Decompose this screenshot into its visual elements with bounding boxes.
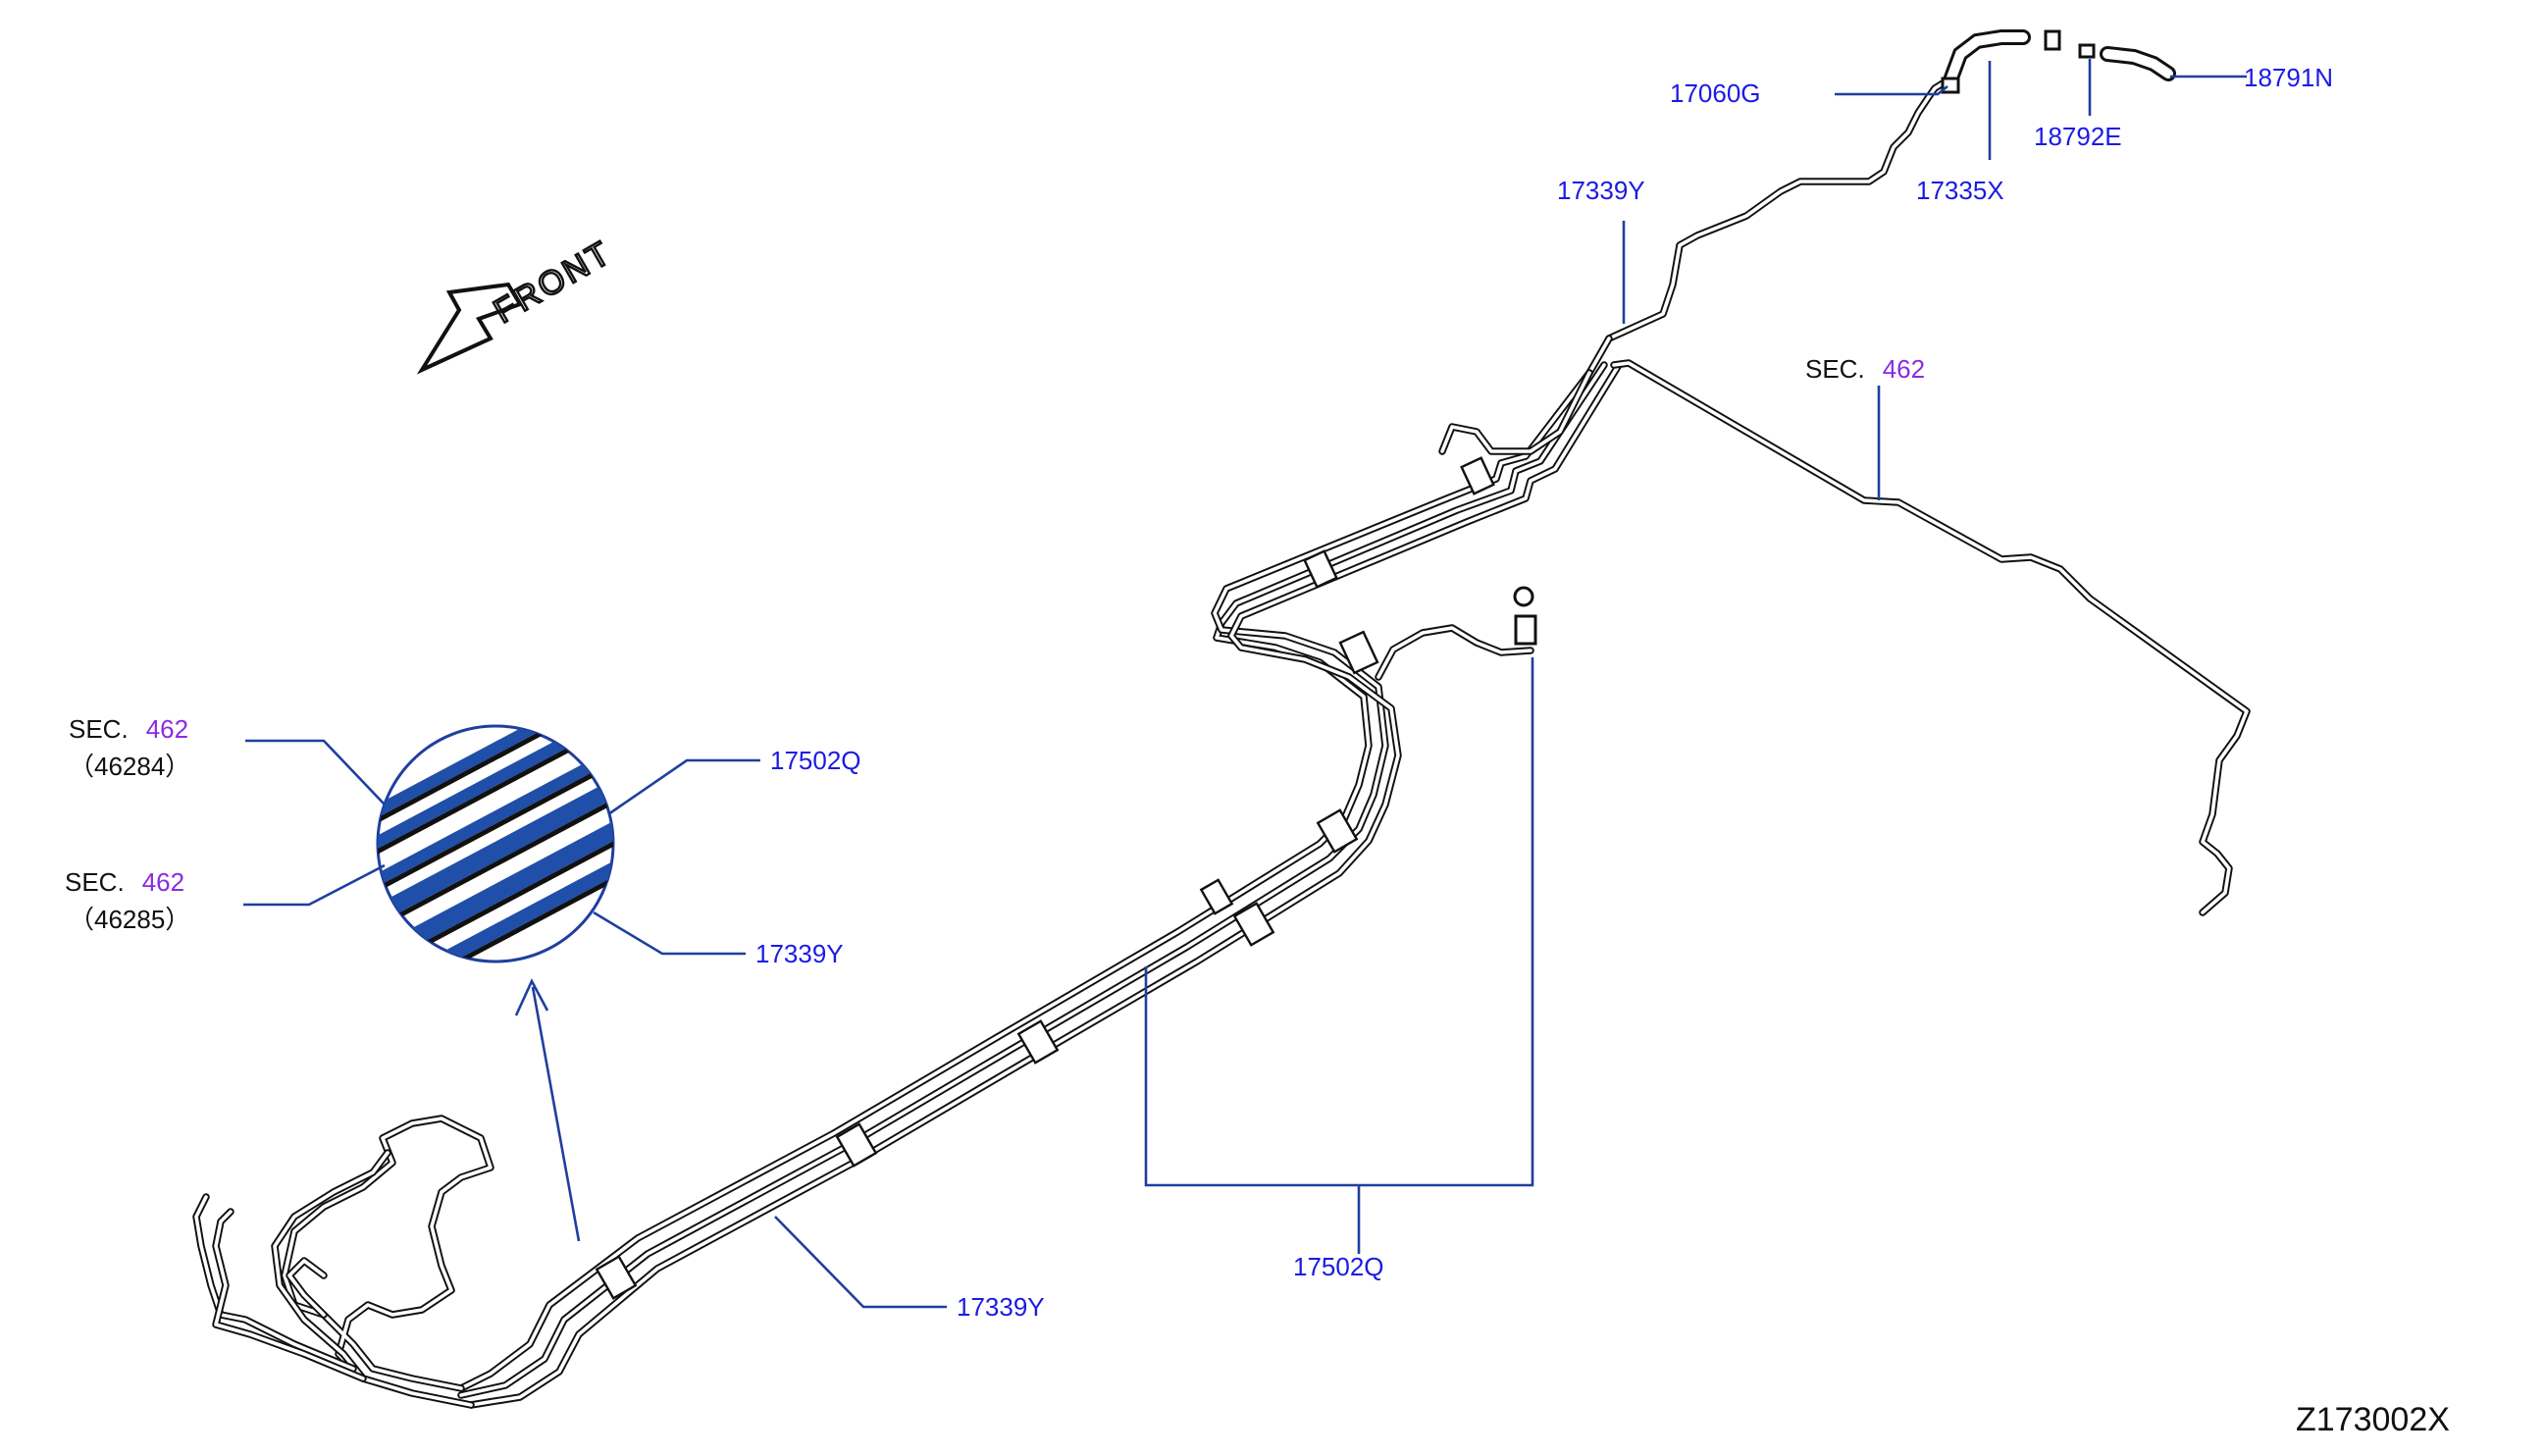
part-number-17335X: 17335X [1916,176,2004,205]
return-branch-pipe [1375,624,1534,681]
pipe-clip [595,1255,638,1300]
hose-clamp [2044,29,2061,51]
leader-17060G [1835,84,1948,96]
leader-17339Y-detail [593,910,746,956]
right-branch-pipe [1610,359,2251,916]
section-ref-upper: SEC.462 [69,714,188,744]
leader-sec462-upper [245,739,386,806]
leader-lines [243,59,2247,1309]
pipe-clip [1016,1019,1060,1065]
filler-hose-parts [1941,29,2176,94]
figure-code: Z173002X [2296,1401,2450,1438]
leader-sec462-lower [243,863,386,907]
detail-pointer-arrow [514,978,581,1242]
pipe-clip [1232,902,1275,947]
section-sub-lower: （46285） [69,905,190,934]
pipe-bundle [457,361,1623,1409]
pipe-clip [835,1122,878,1168]
part-number-17060G: 17060G [1670,78,1761,108]
leader-17339Y-bottom [774,1216,947,1309]
part-number-18791N: 18791N [2244,63,2333,92]
part-number-17502Q-bottom: 17502Q [1293,1252,1384,1281]
part-number-18792E: 18792E [2034,122,2122,151]
part-number-17339Y-detail: 17339Y [755,939,844,968]
detail-circle [376,724,615,963]
fuel-feed-pipe [1438,79,1947,455]
pipe-clip [1303,549,1338,589]
pipe-clip [1338,630,1379,675]
part-number-17339Y-bottom: 17339Y [957,1292,1045,1322]
front-arrow-icon [416,282,523,375]
leader-17502Q-bottom [1144,657,1534,1254]
pipe-clip [1199,878,1234,915]
part-number-17339Y-top: 17339Y [1557,176,1645,205]
leader-17502Q-detail [607,758,760,816]
hose-clamp [1941,77,1960,94]
section-ref-right: SEC.462 [1805,354,1925,384]
front-direction-indicator: FRONT [416,233,620,375]
front-label: FRONT [488,234,618,331]
pipe-clips [595,456,1495,1300]
section-ref-lower: SEC.462 [65,867,184,897]
part-number-17502Q-detail: 17502Q [770,746,861,775]
front-pipe-assembly [192,1115,494,1409]
hose-clamp [2078,43,2096,59]
pipe-clip [1460,456,1495,495]
pipe-clip [1316,808,1359,854]
section-sub-upper: （46284） [69,752,190,781]
part-labels: 17060G 17335X 18792E 18791N 17339Y SEC.4… [65,63,2450,1438]
pipe-connector [1513,586,1537,646]
